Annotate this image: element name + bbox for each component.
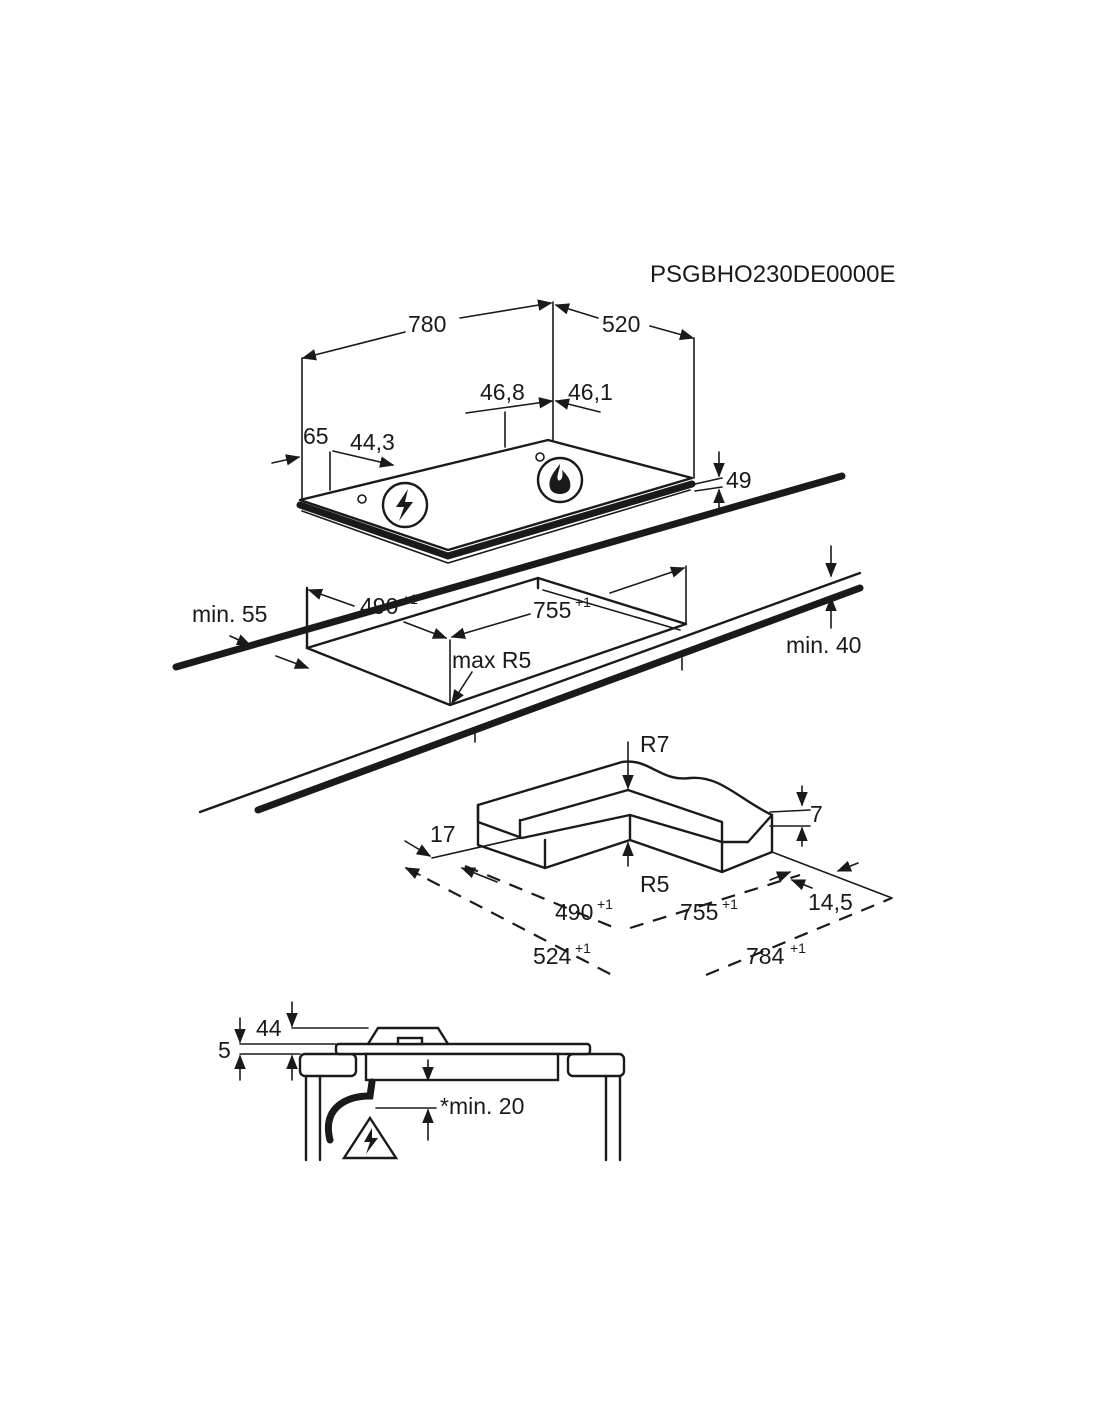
model-code: PSGBHO230DE0000E bbox=[650, 261, 895, 288]
rebate-outer-depth-tol: +1 bbox=[575, 940, 591, 956]
worktop-left bbox=[298, 1052, 358, 1078]
warning-lightning-icon bbox=[364, 1128, 378, 1154]
lightning-icon bbox=[396, 489, 413, 521]
glass-thickness-label: 5 bbox=[218, 1037, 231, 1063]
cutout-depth-label: 490 bbox=[360, 593, 398, 619]
hob-height-label: 49 bbox=[726, 467, 752, 493]
gas-inlet-x-label: 46,8 bbox=[480, 379, 525, 405]
worktop-thickness-label: min. 40 bbox=[786, 632, 861, 658]
rebate-top bbox=[476, 760, 774, 844]
worktop-back-edge bbox=[172, 472, 846, 671]
cutout-wall bbox=[305, 576, 540, 650]
hob-glass bbox=[334, 1042, 592, 1056]
gas-inlet-y-label: 46,1 bbox=[568, 379, 613, 405]
gas-inlet-marker bbox=[535, 452, 545, 462]
cutout-depth-tol: +1 bbox=[402, 591, 418, 607]
power-inlet-y-label: 44,3 bbox=[350, 429, 395, 455]
hob-edge bbox=[296, 480, 696, 560]
rebate-side-wall bbox=[628, 813, 774, 874]
clearance-label: *min. 20 bbox=[440, 1093, 524, 1119]
pan-support bbox=[366, 1026, 450, 1046]
hob-top-face bbox=[298, 438, 694, 552]
rebate-inner-wall bbox=[476, 803, 632, 870]
rebate-depth-label: 7 bbox=[810, 801, 823, 827]
hob-body bbox=[364, 1052, 560, 1082]
worktop-figure: 490 +1 755 +1 max R5 min. 55 min. 40 bbox=[172, 472, 864, 814]
rebate-inner-width-tol: +1 bbox=[722, 896, 738, 912]
rebate-ledge bbox=[518, 788, 724, 844]
cutout-radius-label: max R5 bbox=[452, 647, 531, 673]
rebate-inner-depth-tol: +1 bbox=[597, 896, 613, 912]
worktop-front-top-edge bbox=[198, 571, 862, 814]
burner-cap bbox=[396, 1036, 424, 1046]
flame-icon bbox=[549, 464, 571, 494]
rebate-figure: R7 R5 7 17 490 +1 755 +1 14,5 524 +1 bbox=[404, 731, 893, 977]
rebate-inner-width-label: 755 bbox=[680, 899, 718, 925]
power-cable bbox=[325, 1078, 376, 1144]
rebate-inner-radius-label: R5 bbox=[640, 871, 669, 897]
cutout-width-tol: +1 bbox=[575, 594, 591, 610]
rebate-rear-offset-label: 14,5 bbox=[808, 889, 853, 915]
hob-depth-label: 520 bbox=[602, 311, 640, 337]
section-figure: 44 5 *min. 20 bbox=[218, 1001, 626, 1162]
cutout-width-label: 755 bbox=[533, 597, 571, 623]
power-inlet-x-label: 65 bbox=[303, 423, 329, 449]
hob-width-label: 780 bbox=[408, 311, 446, 337]
rebate-outer-radius-label: R7 bbox=[640, 731, 669, 757]
rebate-outer-width-tol: +1 bbox=[790, 940, 806, 956]
gas-symbol-icon bbox=[536, 456, 584, 504]
rebate-inner-depth-label: 490 bbox=[555, 899, 593, 925]
worktop-front-edge bbox=[254, 584, 864, 814]
section-height-label: 44 bbox=[256, 1015, 282, 1041]
hob-edge-lower bbox=[301, 489, 691, 564]
worktop-right bbox=[566, 1052, 626, 1078]
rebate-outer-width-label: 784 bbox=[746, 943, 785, 969]
hob-figure: 780 520 46,8 46,1 65 44,3 49 bbox=[271, 299, 752, 564]
rebate-side-offset-label: 17 bbox=[430, 821, 456, 847]
power-inlet-marker bbox=[357, 494, 367, 504]
rebate-outer-depth-label: 524 bbox=[533, 943, 572, 969]
front-margin-label: min. 55 bbox=[192, 601, 267, 627]
